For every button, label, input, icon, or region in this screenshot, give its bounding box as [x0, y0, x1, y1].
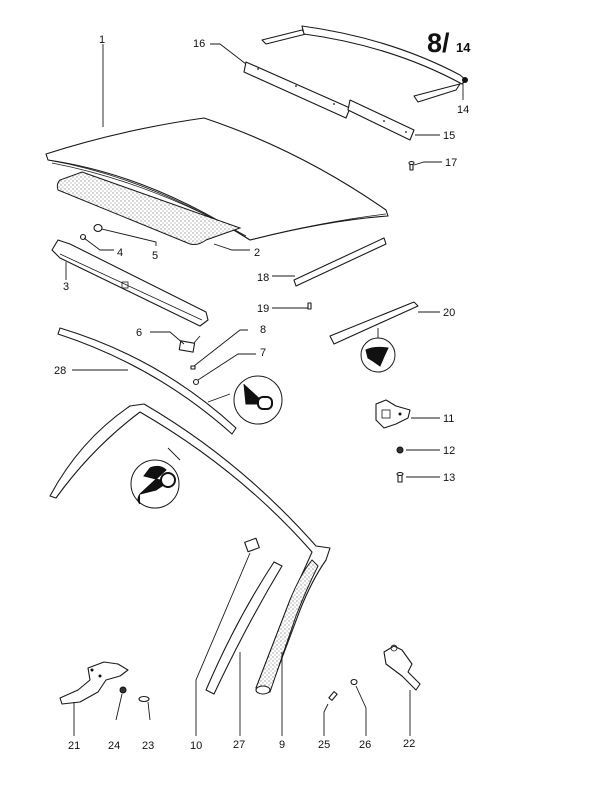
- part-22-latch-handle[interactable]: [383, 644, 421, 691]
- callout-7[interactable]: 7: [260, 347, 266, 359]
- callout-18[interactable]: 18: [257, 272, 269, 284]
- detail-20-profile: [360, 328, 396, 373]
- part-13-screw[interactable]: [396, 471, 404, 483]
- callout-13[interactable]: 13: [443, 472, 455, 484]
- part-19-screw[interactable]: [307, 302, 312, 310]
- page-number-major: 8/: [427, 28, 450, 58]
- part-12-nut[interactable]: [396, 446, 404, 454]
- callout-25[interactable]: 25: [318, 739, 330, 751]
- callout-28[interactable]: 28: [54, 365, 66, 377]
- detail-28-profile: [207, 375, 283, 425]
- part-2-roof-insulation-pad[interactable]: [56, 171, 242, 245]
- callout-20[interactable]: 20: [443, 307, 455, 319]
- part-14-rear-frame-seal[interactable]: [261, 25, 468, 103]
- part-6-stop-bracket[interactable]: [178, 335, 201, 353]
- part-27-window-channel-seal[interactable]: [205, 561, 283, 695]
- callout-26[interactable]: 26: [359, 739, 371, 751]
- part-20-side-seal[interactable]: [329, 301, 419, 345]
- part-17-screw[interactable]: [408, 160, 415, 171]
- part-26-washer[interactable]: [350, 678, 358, 686]
- part-5-clip-nut[interactable]: [93, 223, 103, 233]
- part-10-clip[interactable]: [244, 537, 260, 553]
- callout-23[interactable]: 23: [142, 740, 154, 752]
- callout-16[interactable]: 16: [193, 38, 205, 50]
- callout-19[interactable]: 19: [257, 303, 269, 315]
- part-18-drip-rail-strip[interactable]: [293, 237, 387, 287]
- callout-labels: 1 16 14 15 17 2 4 5 3 18 19 20 6 8 7 28 …: [54, 34, 469, 752]
- callout-24[interactable]: 24: [108, 740, 120, 752]
- part-9-door-frame-seal[interactable]: [49, 403, 331, 695]
- callout-12[interactable]: 12: [443, 445, 455, 457]
- part-3-front-roof-cross-member[interactable]: [51, 239, 209, 327]
- callout-21[interactable]: 21: [68, 740, 80, 752]
- callout-27[interactable]: 27: [233, 739, 245, 751]
- part-25-screw[interactable]: [328, 691, 338, 701]
- part-23-screw[interactable]: [138, 695, 150, 703]
- page-number: 8/ 14: [427, 28, 471, 58]
- part-7-screw[interactable]: [192, 378, 200, 386]
- part-8-nut[interactable]: [190, 365, 196, 370]
- callout-8[interactable]: 8: [260, 324, 266, 336]
- callout-2[interactable]: 2: [254, 247, 260, 259]
- part-15-trim-strip-right[interactable]: [347, 99, 415, 141]
- leader-lines: [65, 43, 464, 736]
- callout-10[interactable]: 10: [190, 740, 202, 752]
- detail-9-profile: [130, 447, 181, 509]
- part-24-nut[interactable]: [119, 686, 127, 694]
- callout-17[interactable]: 17: [445, 157, 457, 169]
- part-16-trim-strip-left[interactable]: [243, 61, 351, 119]
- part-21-lock-bracket[interactable]: [59, 661, 129, 705]
- callout-11[interactable]: 11: [443, 413, 454, 425]
- part-28-roof-rail-seal[interactable]: [57, 327, 237, 435]
- callout-14[interactable]: 14: [457, 104, 469, 116]
- callout-22[interactable]: 22: [403, 738, 415, 750]
- callout-4[interactable]: 4: [117, 247, 123, 259]
- callout-5[interactable]: 5: [152, 250, 158, 262]
- callout-1[interactable]: 1: [99, 34, 105, 46]
- part-11-hinge-bracket[interactable]: [375, 399, 411, 429]
- callout-9[interactable]: 9: [279, 739, 285, 751]
- callout-6[interactable]: 6: [136, 327, 142, 339]
- callout-15[interactable]: 15: [443, 130, 455, 142]
- page-number-minor: 14: [456, 40, 471, 55]
- callout-3[interactable]: 3: [63, 281, 69, 293]
